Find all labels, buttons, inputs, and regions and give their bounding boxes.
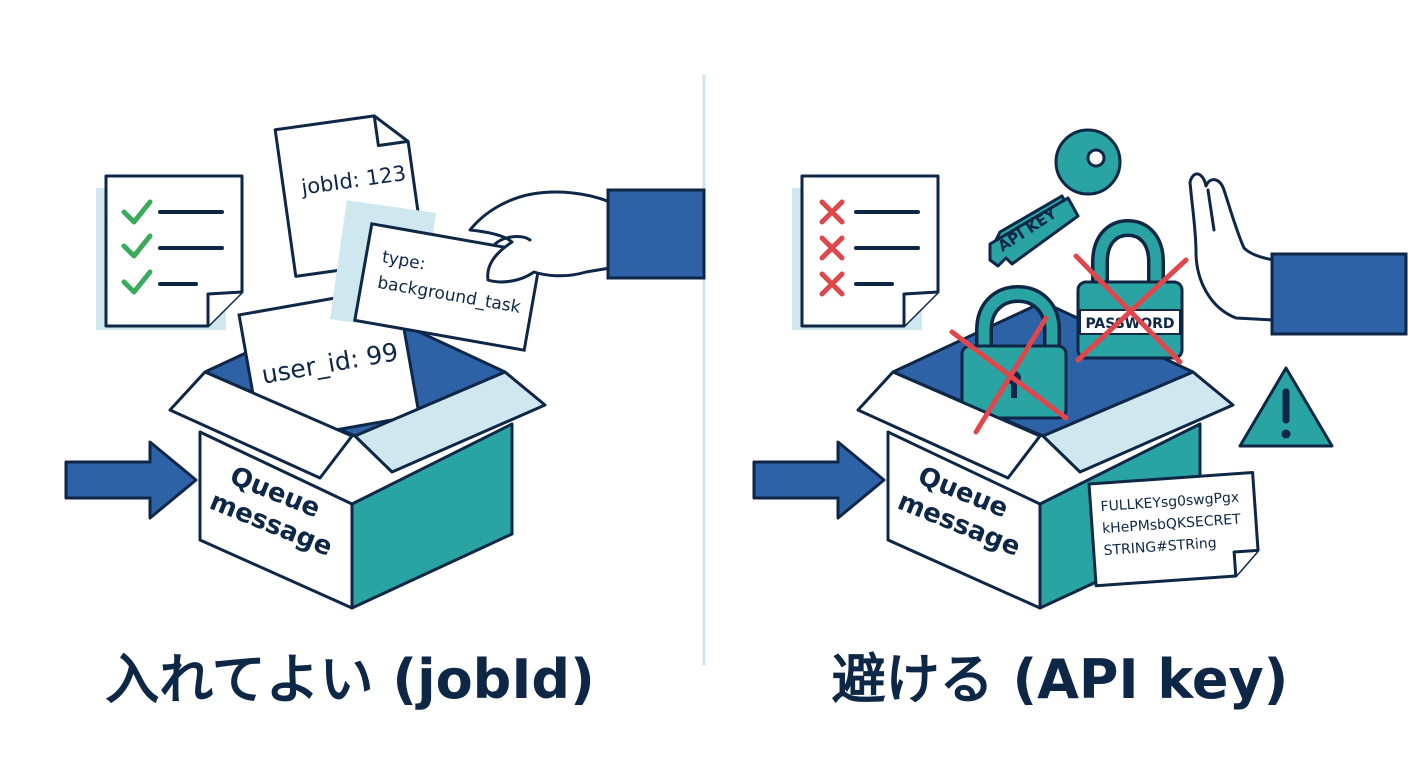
cross-icon: [819, 199, 845, 225]
checklist-document: [96, 174, 244, 330]
check-icon: [121, 269, 153, 295]
secret-line3: STRING#STRing: [1103, 535, 1217, 559]
cross-icon: [819, 235, 845, 261]
cross-out-icon: [1073, 253, 1189, 365]
padlock-icon: [960, 284, 1068, 420]
password-padlock-icon: PASSWORD: [1073, 218, 1189, 365]
password-label: PASSWORD: [1085, 316, 1174, 332]
cross-icon: [819, 271, 845, 297]
warning-icon: [1238, 366, 1334, 448]
caption-allowed: 入れてよい (jobId): [105, 648, 595, 711]
caption-avoid: 避ける (API key): [831, 648, 1289, 711]
hand-holding-note: [468, 188, 706, 284]
check-icon: [121, 199, 153, 225]
check-icon: [121, 233, 153, 259]
note-user-id: user_id: 99: [237, 285, 421, 445]
queue-box-right: Queue message: [856, 284, 1235, 610]
right-panel: API KEY: [752, 128, 1408, 610]
stop-hand-icon: [1188, 172, 1408, 336]
queue-box-left: user_id: 99 Queue message: [168, 285, 547, 610]
left-panel: jobId: 123 user_id: 99 Queue message: [64, 114, 706, 610]
rejected-checklist-document: [792, 174, 940, 330]
cross-out-icon: [949, 315, 1069, 435]
arrow-right-icon: [64, 440, 198, 520]
arrow-right-icon: [752, 440, 886, 520]
secret-string-note: FULLKEYsg0swgPgx kHePMsbQKSECRET STRING#…: [1087, 471, 1260, 588]
api-key-icon: API KEY: [988, 128, 1122, 268]
